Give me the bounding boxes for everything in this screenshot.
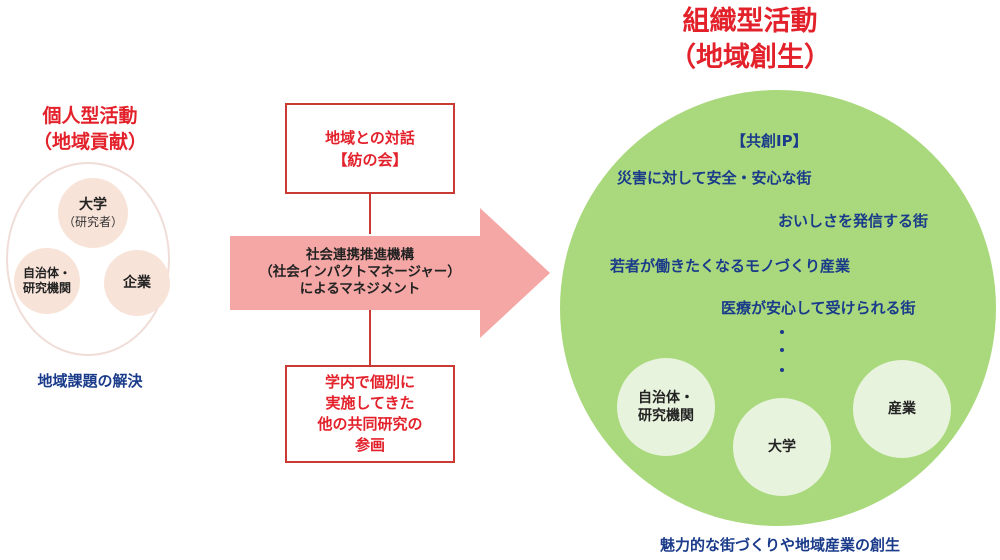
management-arrow-text: 社会連携推進機構 （社会インパクトマネージャー） によるマネジメント <box>250 247 470 298</box>
organizational-title-line2: （地域創生） <box>669 42 831 73</box>
dialogue-box: 地域との対話 【紡の会】 <box>285 103 455 194</box>
industry-circle: 産業 <box>853 360 951 458</box>
joint-research-box: 学内で個別に 実施してきた 他の共同研究の 参画 <box>285 365 455 463</box>
arrow-text-line3: によるマネジメント <box>299 281 421 297</box>
dialogue-box-line2: 【紡の会】 <box>332 150 408 169</box>
local-gov-label-line1: 自治体・ <box>22 266 71 280</box>
top-connector-line <box>369 194 371 234</box>
individual-activity-title: 個人型活動 （地域貢献） <box>10 103 170 155</box>
ellipsis-dot-2 <box>780 348 784 352</box>
right-university-label: 大学 <box>768 439 796 455</box>
right-local-gov-line1: 自治体・ <box>638 390 694 406</box>
joint-research-line4: 参画 <box>354 436 385 454</box>
ellipsis-dot-3 <box>780 368 784 372</box>
left-footer: 地域課題の解決 <box>37 372 143 390</box>
arrow-text-line1: 社会連携推進機構 <box>306 247 414 263</box>
joint-research-line1: 学内で個別に <box>324 373 415 391</box>
individual-activity-title-line2: （地域貢献） <box>32 131 147 153</box>
arrow-shape <box>230 208 550 338</box>
local-gov-label-line2: 研究機関 <box>22 281 71 295</box>
company-label: 企業 <box>123 274 151 291</box>
individual-activity-title-line1: 個人型活動 <box>42 105 138 127</box>
ip-item-2: おいしさを発信する街 <box>778 212 929 230</box>
ip-item-1: 災害に対して安全・安心な街 <box>617 169 812 187</box>
organizational-activity-title: 組織型活動 （地域創生） <box>620 4 880 76</box>
local-gov-circle: 自治体・ 研究機関 <box>14 248 80 314</box>
university-circle: 大学 （研究者） <box>58 178 128 248</box>
dialogue-box-line1: 地域との対話 <box>325 128 415 147</box>
management-arrow <box>230 208 550 338</box>
ip-item-4: 医療が安心して受けられる街 <box>721 299 916 317</box>
right-local-gov-line2: 研究機関 <box>638 408 694 424</box>
joint-research-line2: 実施してきた <box>325 394 415 412</box>
joint-research-line3: 他の共同研究の <box>317 415 423 433</box>
ip-item-3: 若者が働きたくなるモノづくり産業 <box>610 257 851 275</box>
bottom-connector-line <box>369 310 371 365</box>
right-footer: 魅力的な街づくりや地域産業の創生 <box>659 536 900 554</box>
university-label: 大学 <box>79 196 107 213</box>
ellipsis-dot-1 <box>780 330 784 334</box>
organizational-title-line1: 組織型活動 <box>682 6 818 37</box>
researcher-label: （研究者） <box>62 214 123 229</box>
arrow-text-line2: （社会インパクトマネージャー） <box>259 264 461 280</box>
industry-label: 産業 <box>888 401 916 417</box>
ip-heading: 【共創IP】 <box>731 132 808 150</box>
right-local-gov-circle: 自治体・ 研究機関 <box>617 358 715 456</box>
company-circle: 企業 <box>104 250 170 316</box>
right-university-circle: 大学 <box>733 398 831 496</box>
